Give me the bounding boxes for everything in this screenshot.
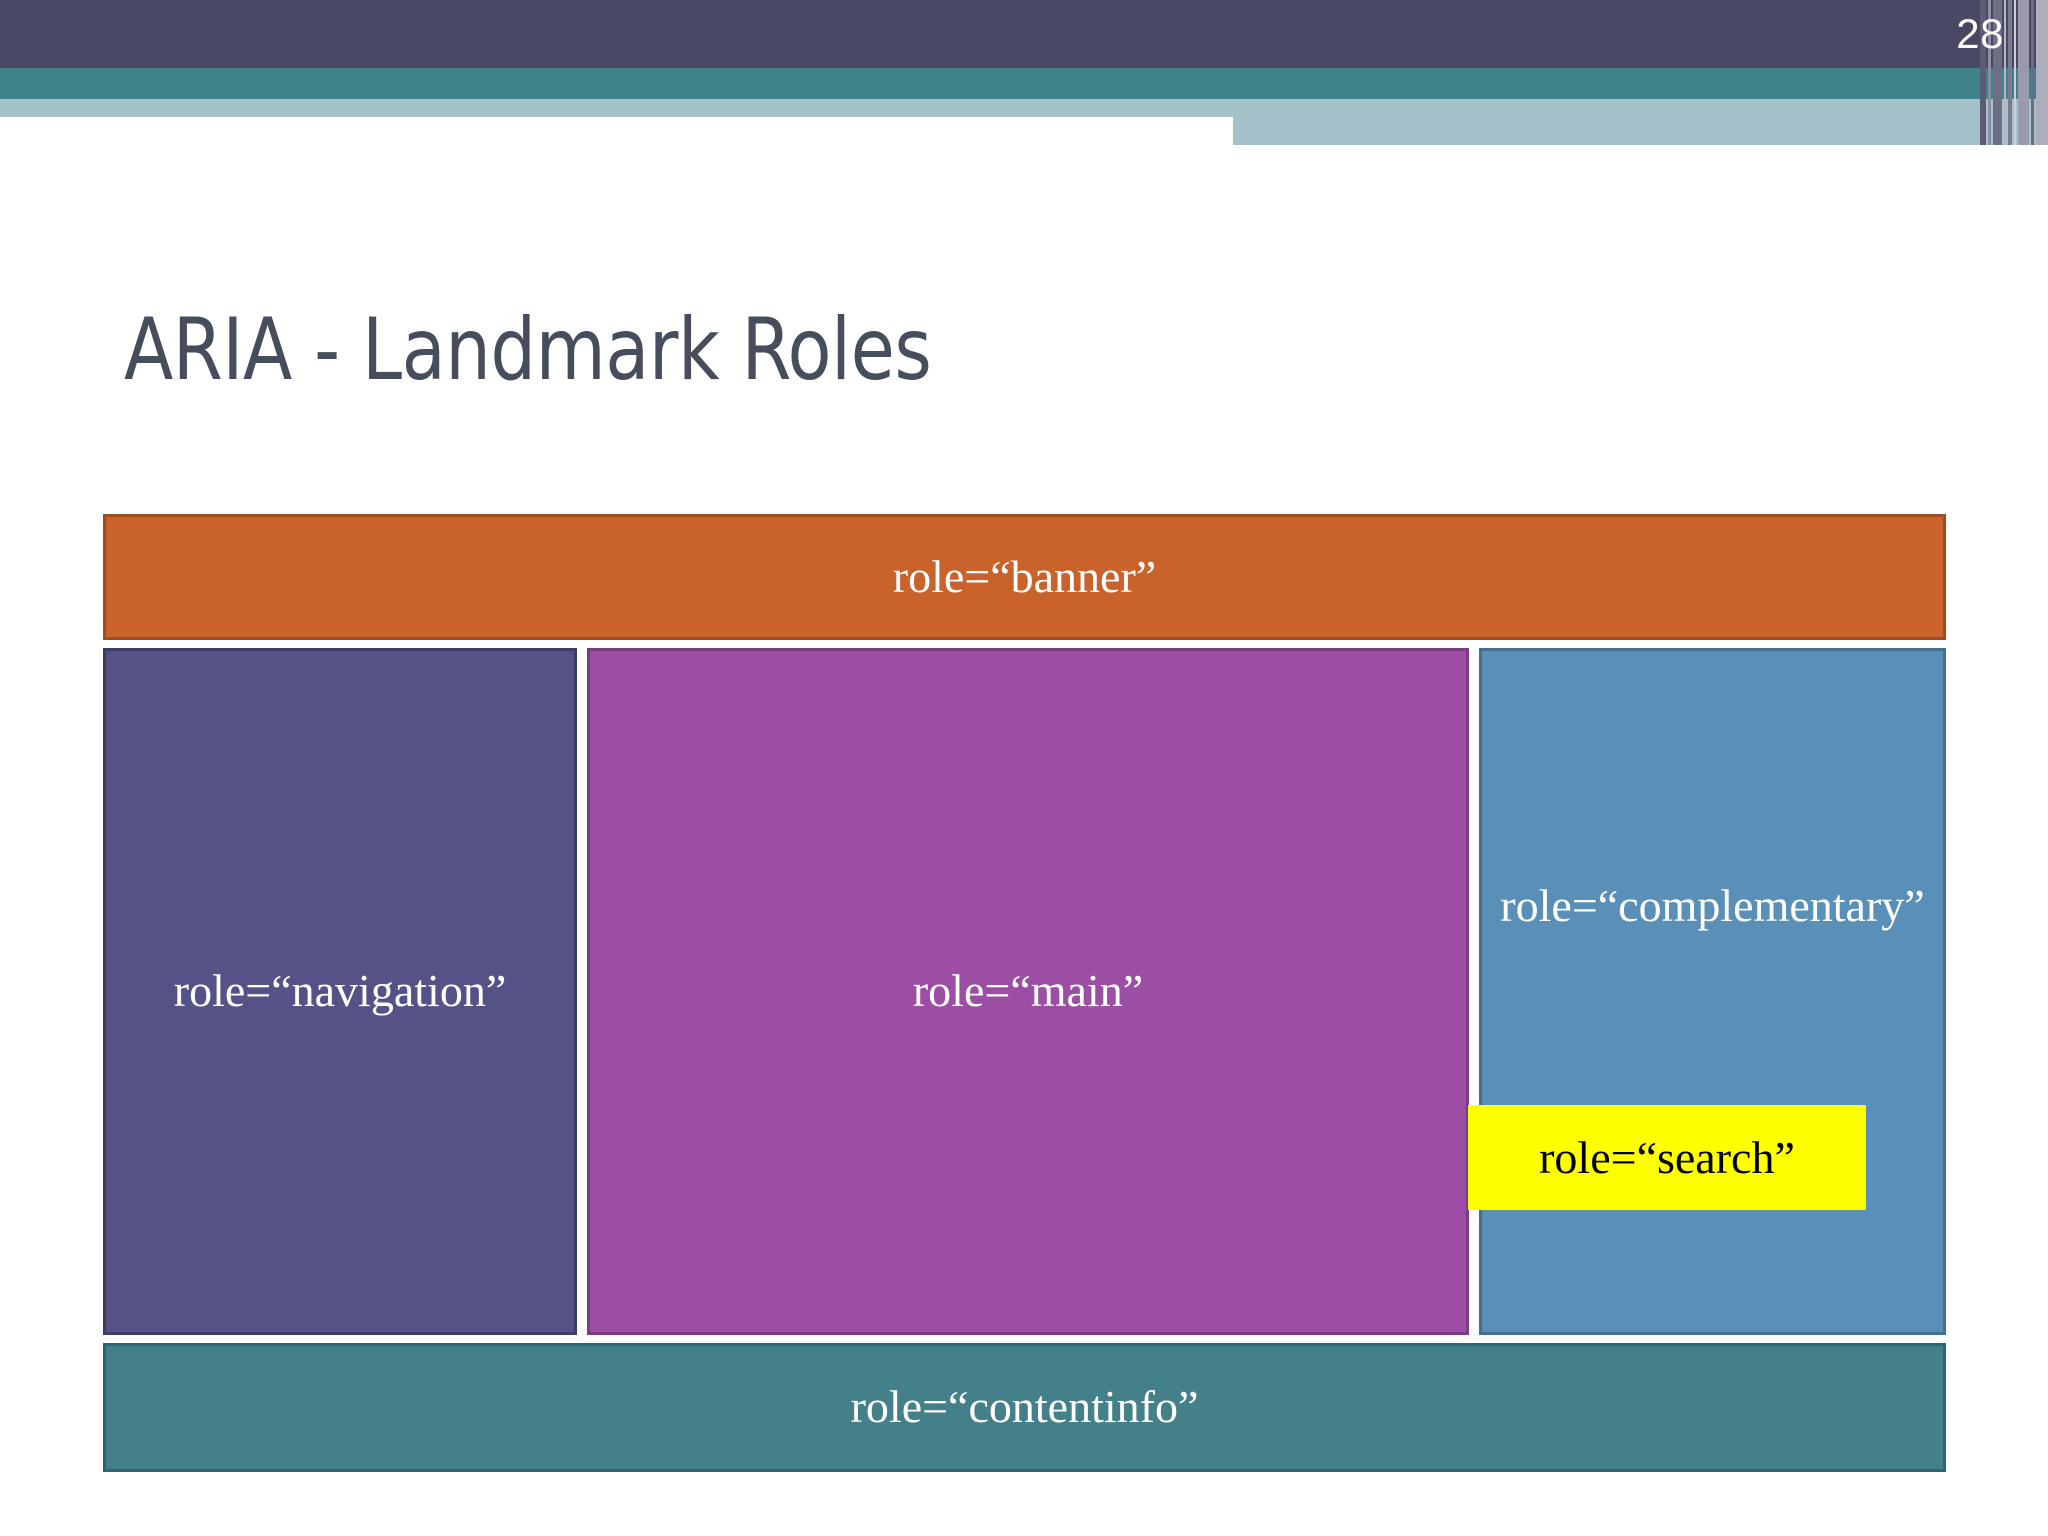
header-light-band-right bbox=[1233, 99, 2048, 145]
landmark-label-complementary: role=“complementary” bbox=[1500, 880, 1925, 931]
header-light-band-left bbox=[0, 99, 1233, 117]
landmark-box-banner: role=“banner” bbox=[103, 514, 1946, 640]
landmark-label-contentinfo: role=“contentinfo” bbox=[850, 1381, 1199, 1433]
landmark-box-contentinfo: role=“contentinfo” bbox=[103, 1343, 1946, 1472]
landmark-label-navigation: role=“navigation” bbox=[173, 965, 507, 1017]
landmark-box-main: role=“main” bbox=[587, 648, 1469, 1335]
landmark-box-search: role=“search” bbox=[1468, 1105, 1866, 1210]
header-dark-band bbox=[0, 0, 2048, 68]
landmark-label-main: role=“main” bbox=[912, 965, 1144, 1017]
page-title: ARIA - Landmark Roles bbox=[124, 300, 932, 400]
page-number: 28 bbox=[1956, 10, 2004, 57]
header-teal-band bbox=[0, 68, 2048, 99]
landmark-box-navigation: role=“navigation” bbox=[103, 648, 577, 1335]
landmark-label-search: role=“search” bbox=[1539, 1132, 1795, 1183]
landmark-label-banner: role=“banner” bbox=[892, 550, 1157, 602]
edge-stripe-decoration bbox=[1978, 0, 2048, 145]
landmark-box-complementary: role=“complementary” bbox=[1479, 648, 1946, 1335]
landmark-roles-diagram: role=“banner” role=“navigation” role=“ma… bbox=[103, 514, 1946, 1472]
